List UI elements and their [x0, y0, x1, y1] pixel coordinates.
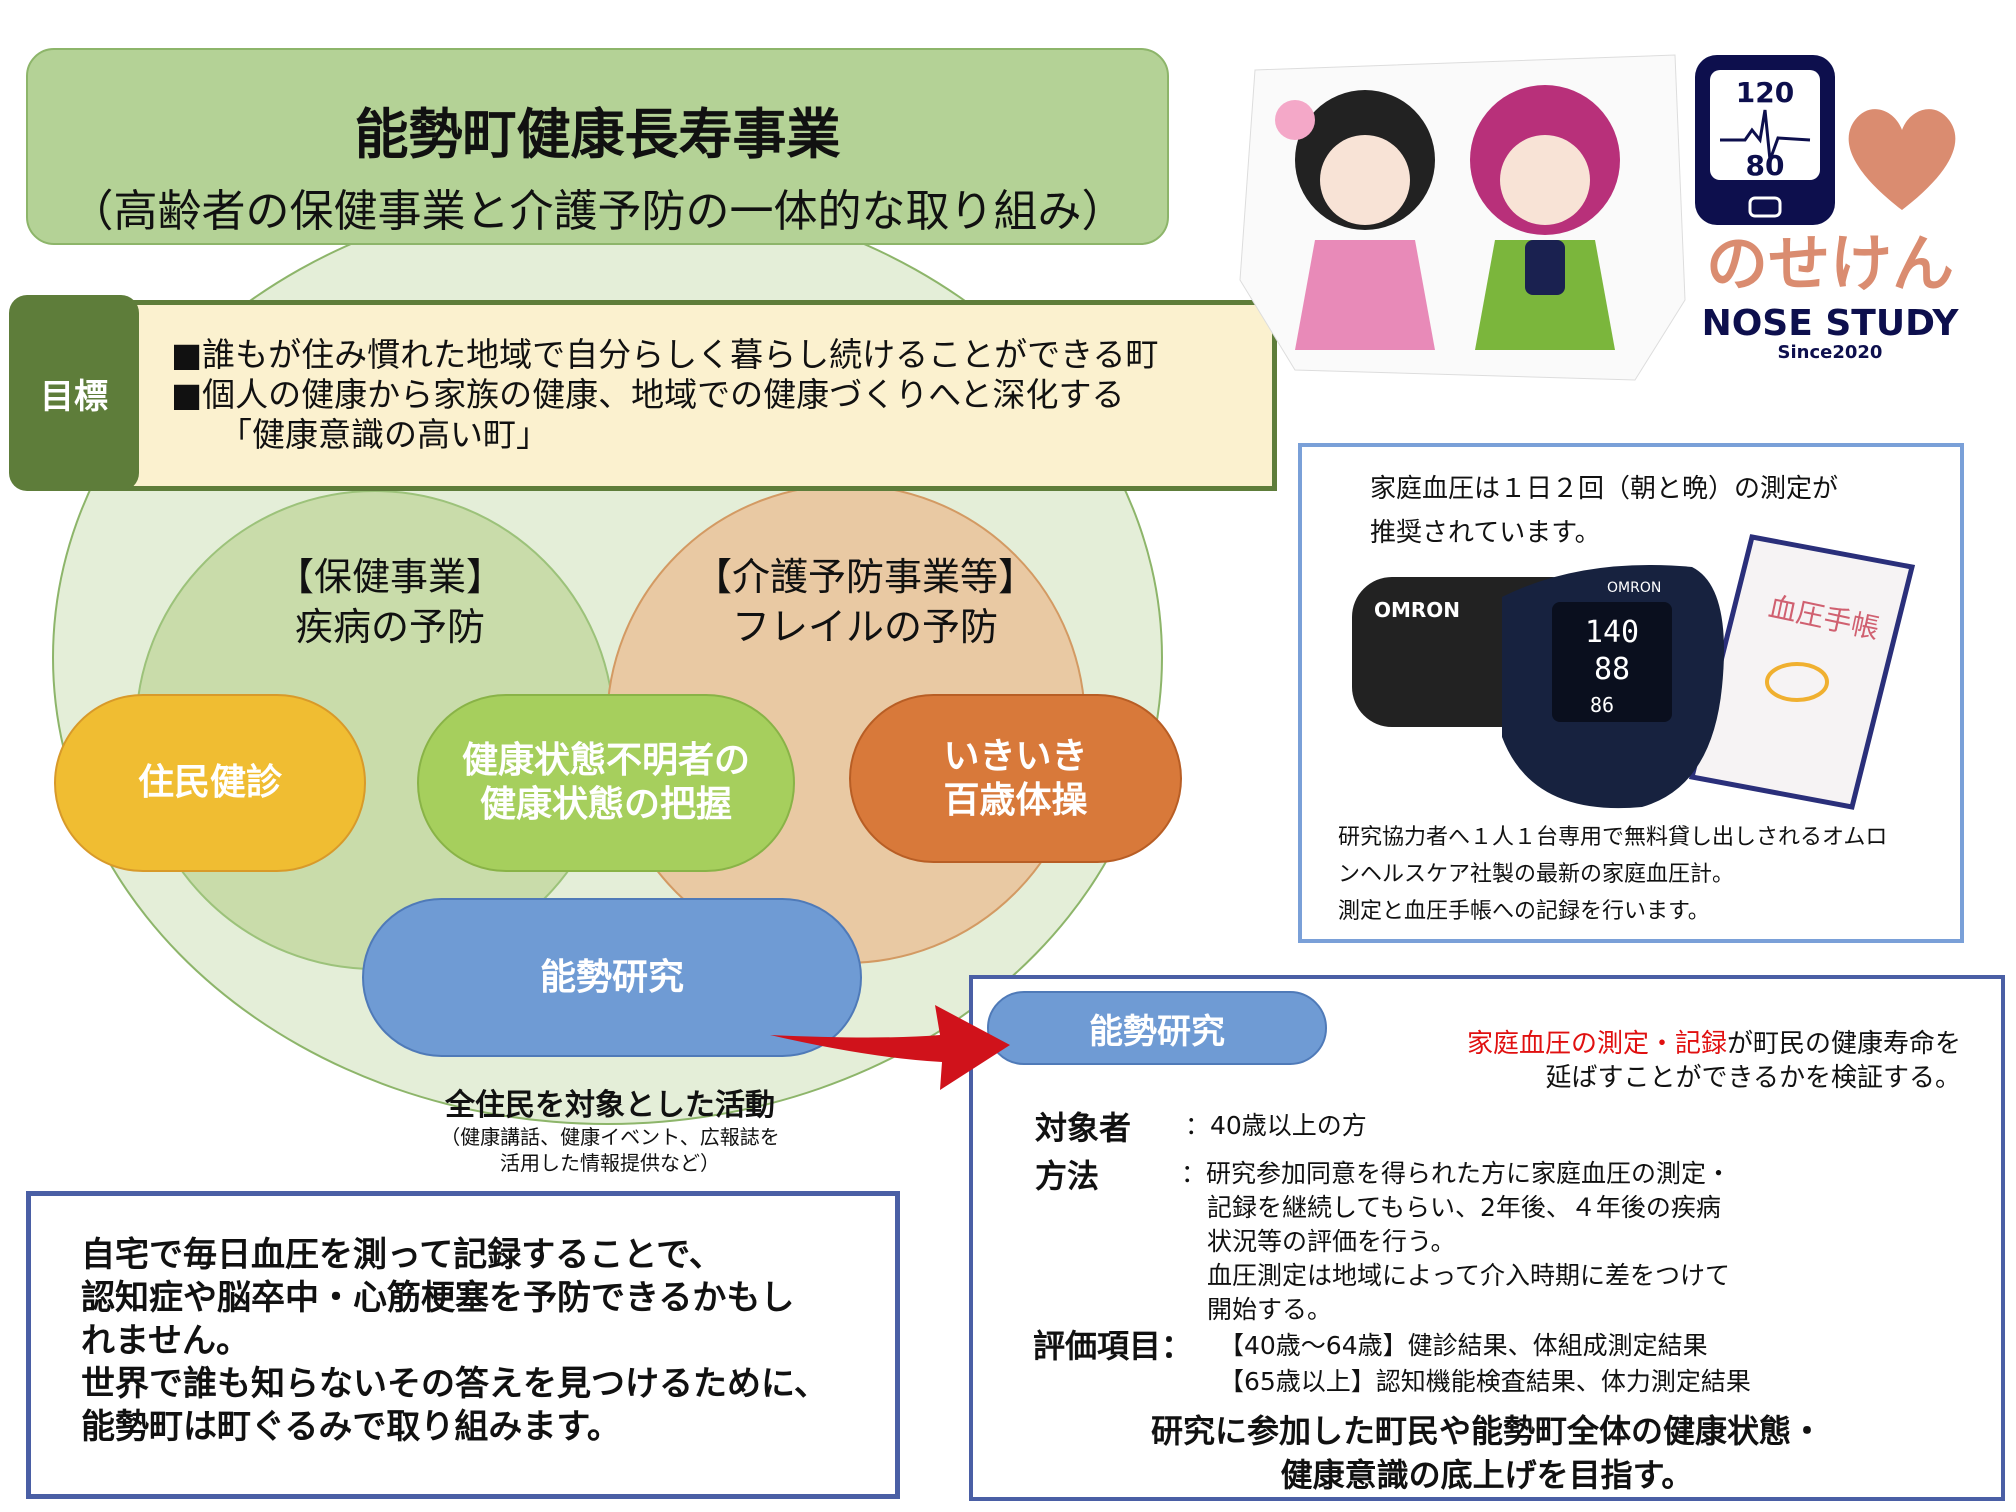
method-line: 血圧測定は地域によって介入時期に差をつけて [1207, 1261, 1731, 1290]
checkup-label: 住民健診 [137, 762, 282, 803]
evaluation-label: 評価項目： [1033, 1327, 1194, 1365]
bp-caption-line: ンヘルスケア社製の最新の家庭血圧計。 [1338, 862, 1735, 887]
health-circle-sub: 疾病の予防 [294, 605, 485, 649]
logo-since: Since2020 [1778, 342, 1883, 363]
message-line: 自宅で毎日血圧を測って記録することで、 [81, 1235, 723, 1275]
unknown-status-pill: 健康状態不明者の健康状態の把握 [417, 694, 795, 872]
research-panel: 能勢研究 家庭血圧の測定・記録が町民の健康寿命を 延ばすことができるかを検証する… [969, 975, 2005, 1501]
method-label: 方法 [1035, 1157, 1100, 1195]
bp-caption-line: 測定と血圧手帳への記録を行います。 [1338, 899, 1710, 924]
reading-sys: 140 [1585, 615, 1639, 650]
logo-name-jp: のせけん [1706, 227, 1954, 300]
bp-monitor-panel: 家庭血圧は１日２回（朝と晩）の測定が 推奨されています。 血圧手帳 OMRON … [1298, 443, 1964, 943]
goal-label: 目標 [9, 295, 139, 491]
bp-recommendation-line: 家庭血圧は１日２回（朝と晩）の測定が [1370, 474, 1839, 504]
health-circle-label: 【保健事業】 疾病の予防 [240, 552, 540, 652]
evaluation-line: 【65歳以上】認知機能検査結果、体力測定結果 [1219, 1367, 1751, 1396]
logo-name-en: NOSE STUDY [1702, 303, 1960, 344]
research-lead-highlight: 家庭血圧の測定・記録 [1466, 1029, 1727, 1059]
exercise-line: 百歳体操 [943, 779, 1088, 821]
monitor-brand: OMRON [1607, 580, 1661, 596]
care-circle-title: 【介護予防事業等】 [693, 555, 1036, 599]
cuff-brand: OMRON [1374, 598, 1460, 622]
target-value: ：40歳以上の方 [1185, 1111, 1367, 1140]
message-line: 世界で誰も知らないその答えを見つけるために、 [81, 1364, 828, 1404]
method-line: 状況等の評価を行う。 [1207, 1227, 1456, 1256]
goal-line: ■個人の健康から家族の健康、地域での健康づくりへと深化する [171, 375, 1125, 414]
bp-caption: 研究協力者へ１人１台専用で無料貸し出しされるオムロ ンヘルスケア社製の最新の家庭… [1338, 819, 1887, 930]
exercise-line: いきいき [943, 735, 1088, 777]
mascot-characters-image [1239, 54, 1686, 381]
unknown-status-line: 健康状態不明者の [461, 740, 750, 781]
exercise-pill: いきいき百歳体操 [849, 694, 1182, 863]
checkup-pill: 住民健診 [54, 694, 366, 872]
nose-study-logo: 120 80 のせけん NOSE STUDY Since2020 [1690, 50, 1980, 370]
research-lead-text: が町民の健康寿命を [1726, 1029, 1961, 1059]
research-conclusion: 研究に参加した町民や能勢町全体の健康状態・ 健康意識の底上げを目指す。 [973, 1409, 2001, 1497]
research-label: 能勢研究 [539, 956, 684, 998]
care-circle-sub: フレイルの予防 [731, 605, 998, 649]
bp-monitor-image: 血圧手帳 OMRON OMRON 140 88 86 [1352, 534, 1916, 810]
health-circle-title: 【保健事業】 [275, 555, 504, 599]
logo-systolic: 120 [1736, 76, 1794, 109]
research-lead: 家庭血圧の測定・記録が町民の健康寿命を 延ばすことができるかを検証する。 [1467, 1027, 1961, 1095]
red-arrow-icon [770, 1005, 1010, 1090]
research-lead-line2: 延ばすことができるかを検証する。 [1545, 1063, 1961, 1093]
bp-recommendation-line: 推奨されています。 [1370, 518, 1601, 548]
page-subtitle: （高齢者の保健事業と介護予防の一体的な取り組み） [69, 186, 1126, 237]
message-line: れません。 [81, 1321, 250, 1361]
all-residents-heading: 全住民を対象とした活動 [445, 1088, 775, 1123]
goal-box: ■誰もが住み慣れた地域で自分らしく暮らし続けることができる町 ■個人の健康から家… [116, 300, 1277, 491]
method-line: ：研究参加同意を得られた方に家庭血圧の測定・ [1181, 1159, 1732, 1188]
all-residents-activities: 全住民を対象とした活動 （健康講話、健康イベント、広報誌を 活用した情報提供など… [360, 1080, 860, 1176]
reading-dia: 88 [1594, 652, 1630, 687]
message-line: 認知症や脳卒中・心筋梗塞を予防できるかもし [81, 1278, 795, 1318]
research-panel-title: 能勢研究 [987, 991, 1327, 1065]
goal-line: ■誰もが住み慣れた地域で自分らしく暮らし続けることができる町 [171, 335, 1159, 374]
unknown-status-line: 健康状態の把握 [479, 784, 732, 825]
page-title: 能勢町健康長寿事業 [354, 103, 841, 166]
message-line: 能勢町は町ぐるみで取り組みます。 [81, 1407, 621, 1447]
research-pill: 能勢研究 [362, 898, 862, 1057]
evaluation-line: 【40歳～64歳】健診結果、体組成測定結果 [1219, 1331, 1708, 1360]
logo-diastolic: 80 [1746, 149, 1785, 182]
all-residents-sub: 活用した情報提供など） [500, 1151, 720, 1175]
title-banner: 能勢町健康長寿事業 （高齢者の保健事業と介護予防の一体的な取り組み） [26, 48, 1169, 245]
message-box: 自宅で毎日血圧を測って記録することで、 認知症や脳卒中・心筋梗塞を予防できるかも… [26, 1191, 900, 1499]
bp-caption-line: 研究協力者へ１人１台専用で無料貸し出しされるオムロ [1338, 825, 1888, 850]
reading-pulse: 86 [1590, 693, 1614, 717]
target-label: 対象者 [1035, 1109, 1132, 1147]
all-residents-sub: （健康講話、健康イベント、広報誌を [440, 1125, 780, 1149]
bp-recommendation: 家庭血圧は１日２回（朝と晩）の測定が 推奨されています。 [1370, 467, 1838, 555]
care-circle-label: 【介護予防事業等】 フレイルの予防 [680, 552, 1050, 652]
method-line: 記録を継続してもらい、2年後、４年後の疾病 [1207, 1193, 1721, 1222]
goal-line: 「健康意識の高い町」 [219, 415, 549, 454]
conclusion-line: 健康意識の底上げを目指す。 [1280, 1456, 1694, 1494]
conclusion-line: 研究に参加した町民や能勢町全体の健康状態・ [1150, 1412, 1823, 1450]
method-line: 開始する。 [1207, 1295, 1333, 1324]
